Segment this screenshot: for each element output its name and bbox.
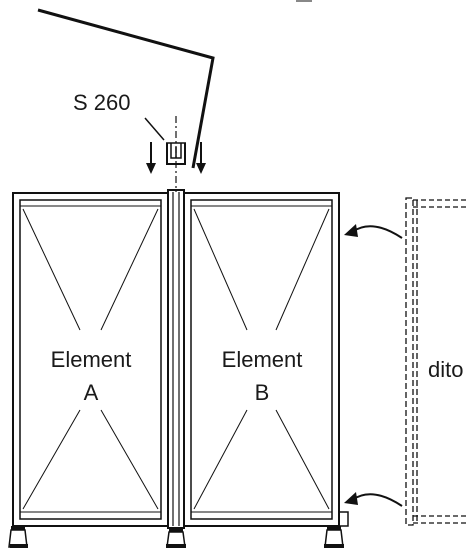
center-post <box>167 189 185 529</box>
dito-label: dito <box>428 357 463 382</box>
foot-right-icon <box>324 526 344 548</box>
element-b-label: Element <box>222 347 303 372</box>
clamp-label-pointer <box>144 117 165 141</box>
insert-arrow-left <box>146 142 156 174</box>
clamp-connector-icon <box>166 142 186 165</box>
foot-center-icon <box>166 528 186 548</box>
clamp-label: S 260 <box>73 90 131 115</box>
dito-dashed-panel <box>405 197 466 526</box>
element-a-label: Element <box>51 347 132 372</box>
element-b-frame <box>183 192 340 527</box>
swing-arrow-bottom-icon <box>344 492 403 507</box>
element-b-letter: B <box>255 380 270 405</box>
element-a-letter: A <box>84 380 99 405</box>
leader-line <box>37 8 215 169</box>
swing-arrow-top-icon <box>344 224 403 239</box>
insert-arrow-right <box>196 142 206 174</box>
foot-left-icon <box>8 526 28 548</box>
bracket-icon <box>338 511 349 527</box>
